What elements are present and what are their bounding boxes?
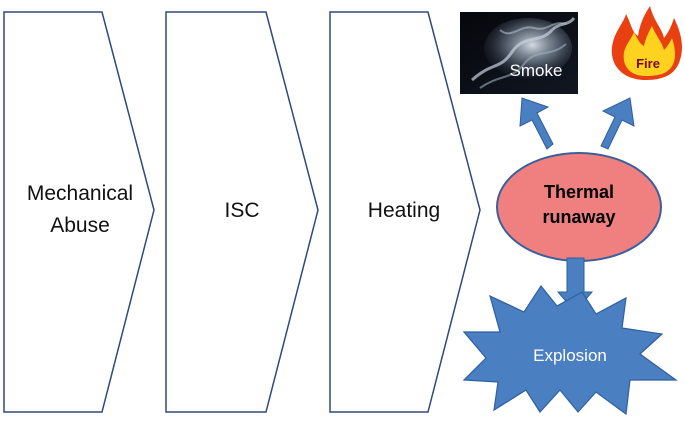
step-label-line2: Abuse xyxy=(50,214,110,237)
thermal-runaway-line2: runaway xyxy=(542,207,615,227)
thermal-runaway-node: Thermal runaway xyxy=(496,152,662,262)
arrow-to-smoke xyxy=(519,97,554,150)
thermal-runaway-line1: Thermal xyxy=(544,182,614,202)
step-label-line1: Mechanical xyxy=(27,182,133,205)
smoke-label: Smoke xyxy=(510,61,563,80)
explosion-burst: Explosion xyxy=(462,284,678,416)
chevron-shape xyxy=(329,11,481,413)
fire-label: Fire xyxy=(636,56,660,71)
step-heating: Heating xyxy=(329,11,481,413)
step-label: ISC xyxy=(224,199,259,222)
explosion-label: Explosion xyxy=(533,346,607,365)
step-label: Heating xyxy=(368,199,440,222)
chevron-shape xyxy=(165,11,319,413)
arrow-to-fire xyxy=(600,97,635,150)
step-isc: ISC xyxy=(165,11,319,413)
fire-icon: Fire xyxy=(611,6,682,80)
step-mechanical-abuse: Mechanical Abuse xyxy=(3,11,155,413)
explosion-shape xyxy=(462,284,678,416)
chevron-shape xyxy=(3,11,155,413)
smoke-image: Smoke xyxy=(460,12,578,94)
